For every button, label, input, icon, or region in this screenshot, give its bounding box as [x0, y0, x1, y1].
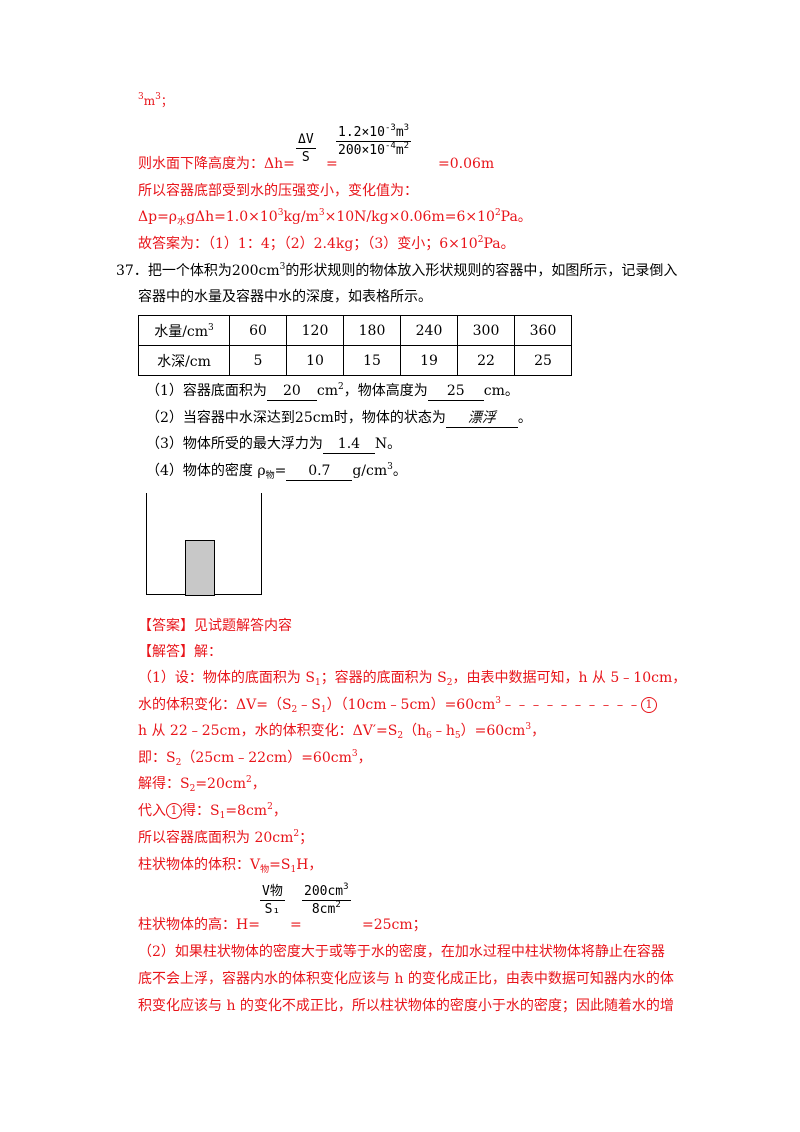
- answer-blank: 25: [427, 382, 484, 401]
- dh-eq: =: [326, 156, 338, 172]
- analysis-tag: 【解答】解：: [138, 644, 222, 660]
- pressure-change-line: 所以容器底部受到水的压强变小，变化值为：: [138, 183, 418, 199]
- question-37-stem-line2: 容器中的水量及容器中水的深度，如表格所示。: [138, 289, 432, 305]
- answer-tag: 【答案】见试题解答内容: [138, 618, 292, 634]
- solution-line-8: 柱状物体的体积：V物=S1H，: [138, 857, 323, 875]
- fraction-dv-over-s: ΔV S: [296, 132, 316, 165]
- container-left-wall: [146, 493, 147, 595]
- table-cell: 360: [514, 315, 572, 346]
- dh-result: =0.06m: [438, 156, 495, 172]
- answer-blank: 1.4: [322, 435, 375, 454]
- solution-line-4: 即：S2（25cm﹣22cm）=60cm3，: [138, 749, 372, 768]
- container-diagram: [146, 493, 262, 596]
- water-depth-table: 水量/cm3 60 120 180 240 300 360 水深/cm 5 10…: [138, 315, 572, 376]
- answer-blank: 0.7: [286, 462, 353, 481]
- sub-question-2: （2）当容器中水深达到25cm时，物体的状态为漂浮。: [146, 409, 532, 428]
- table-cell: 10: [286, 345, 344, 376]
- table-cell: 120: [286, 315, 344, 346]
- solution-part2-line2: 底不会上浮，容器内水的体积变化应该与 h 的变化成正比，由表中数据可知器内水的体: [138, 971, 674, 987]
- table-cell: 22: [457, 345, 515, 376]
- dh-line: 则水面下降高度为：Δh=: [138, 156, 295, 172]
- solution-line-5: 解得：S2=20cm2，: [138, 775, 266, 794]
- dp-formula-line: Δp=ρ水gΔh=1.0×103kg/m3×10N/kg×0.06m=6×102…: [138, 208, 532, 227]
- solution-line-1: （1）设：物体的底面积为 S1；容器的底面积为 S2，由表中数据可知，h 从 5…: [138, 670, 687, 688]
- solution-line-9-eq: =: [290, 917, 302, 933]
- table-cell: 240: [400, 315, 458, 346]
- solution-line-7: 所以容器底面积为 20cm2；: [138, 829, 314, 847]
- block-object: [185, 540, 215, 596]
- question-37-stem-line1: 37．把一个体积为200cm3的形状规则的物体放入形状规则的容器中，如图所示，记…: [116, 262, 678, 280]
- table-cell: 19: [400, 345, 458, 376]
- solution-part2-line3: 积变化应该与 h 的变化不成正比，所以柱状物体的密度小于水的密度；因此随着水的增: [138, 998, 674, 1014]
- circled-number: 1: [166, 803, 182, 819]
- table-cell: 25: [514, 345, 572, 376]
- fraction-200-over-8: 200cm3 8cm2: [302, 882, 351, 917]
- table-cell: 180: [343, 315, 401, 346]
- solution-line-2: 水的体积变化：ΔV=（S2﹣S1）（10cm﹣5cm）=60cm3﹣﹣﹣﹣﹣﹣﹣…: [138, 696, 657, 715]
- table-row: 水深/cm 5 10 15 19 22 25: [138, 345, 572, 376]
- table-row: 水量/cm3 60 120 180 240 300 360: [138, 315, 572, 346]
- table-header-cell: 水深/cm: [138, 345, 230, 376]
- table-cell: 60: [229, 315, 287, 346]
- answer-blank: 漂浮: [445, 409, 518, 428]
- table-cell: 5: [229, 345, 287, 376]
- table-cell: 15: [343, 345, 401, 376]
- solution-line-9: 柱状物体的高：H=: [138, 917, 260, 933]
- container-right-wall: [261, 493, 262, 595]
- fraction-v-over-s1: V物 S₁: [260, 880, 285, 917]
- fraction-volume-over-area: 1.2×10-3m3 200×10-4m2: [336, 123, 412, 158]
- solution-line-3: h 从 22﹣25cm，水的体积变化：ΔV′=S2（h6﹣h5）=60cm3，: [138, 722, 546, 741]
- solution-part2-line1: （2）如果柱状物体的密度大于或等于水的密度，在加水过程中柱状物体将静止在容器: [138, 944, 665, 960]
- unit-fragment: 3m3；: [138, 92, 173, 109]
- solution-line-9-result: =25cm；: [362, 917, 427, 933]
- circled-number: 1: [640, 697, 657, 713]
- prev-answer-line: 故答案为：（1）1：4；（2）2.4kg；（3）变小；6×102Pa。: [138, 235, 515, 253]
- table-cell: 300: [457, 315, 515, 346]
- table-header-cell: 水量/cm3: [138, 315, 230, 346]
- answer-blank: 20: [266, 382, 317, 401]
